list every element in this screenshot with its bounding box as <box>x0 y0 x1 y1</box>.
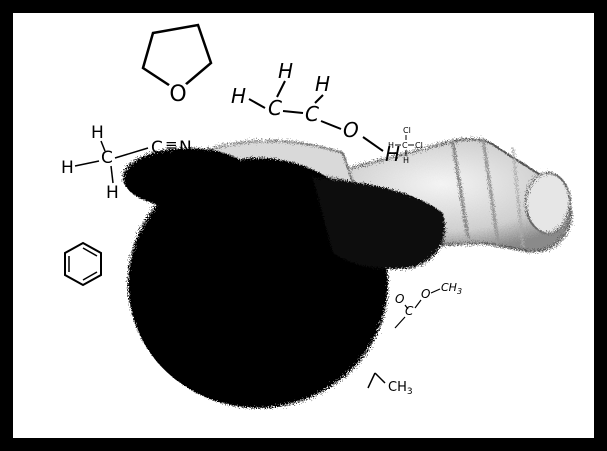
ester-fragment: O C O CH3 <box>394 281 462 329</box>
acetonitrile-h-top: H <box>91 123 104 143</box>
acetonitrile-h-bottom: H <box>106 183 119 203</box>
acetonitrile-cn-carbon: C <box>151 138 163 158</box>
chemistry-illustration: O H H H C C ≡ N H H H C <box>61 23 572 408</box>
triple-bond: ≡ <box>165 136 178 154</box>
ester-oxygen: O <box>421 287 430 301</box>
dcm-h-left: H <box>388 141 394 150</box>
ethanol-oxygen: O <box>343 118 359 142</box>
dcm-carbon: C <box>402 141 408 150</box>
ethanol-h-oh: H <box>385 142 400 166</box>
ethanol-molecule: H H H C C O H <box>231 59 400 166</box>
ethanol-c2: C <box>305 102 319 126</box>
ethanol-c1: C <box>268 96 282 120</box>
dichloromethane-molecule: Cl H C Cl H <box>388 126 423 165</box>
dcm-cl-top: Cl <box>403 126 411 135</box>
acetonitrile-h-left: H <box>61 158 74 178</box>
thf-molecule: O <box>141 23 213 107</box>
flask-body <box>123 148 445 408</box>
ester-carbon: C <box>405 304 414 318</box>
ethanol-h2: H <box>315 72 330 96</box>
acetonitrile-carbon: C <box>101 148 113 168</box>
methyl-label: CH3 <box>388 380 413 397</box>
illustration-panel: O H H H C C ≡ N H H H C <box>13 13 594 438</box>
thf-oxygen-label: O <box>169 82 186 107</box>
ethanol-h3: H <box>231 84 246 108</box>
dcm-h-bottom: H <box>403 156 409 165</box>
acetonitrile-nitrogen: N <box>179 138 192 158</box>
methyl-fragment: CH3 <box>367 372 413 397</box>
benzene-molecule <box>64 241 102 287</box>
ester-methyl: CH3 <box>441 281 462 296</box>
ester-oxygen-lower: O <box>395 292 404 306</box>
ethanol-h1: H <box>278 59 293 83</box>
dcm-cl-right: Cl <box>415 141 423 150</box>
acetonitrile-molecule: H H H C C ≡ N <box>61 123 192 203</box>
